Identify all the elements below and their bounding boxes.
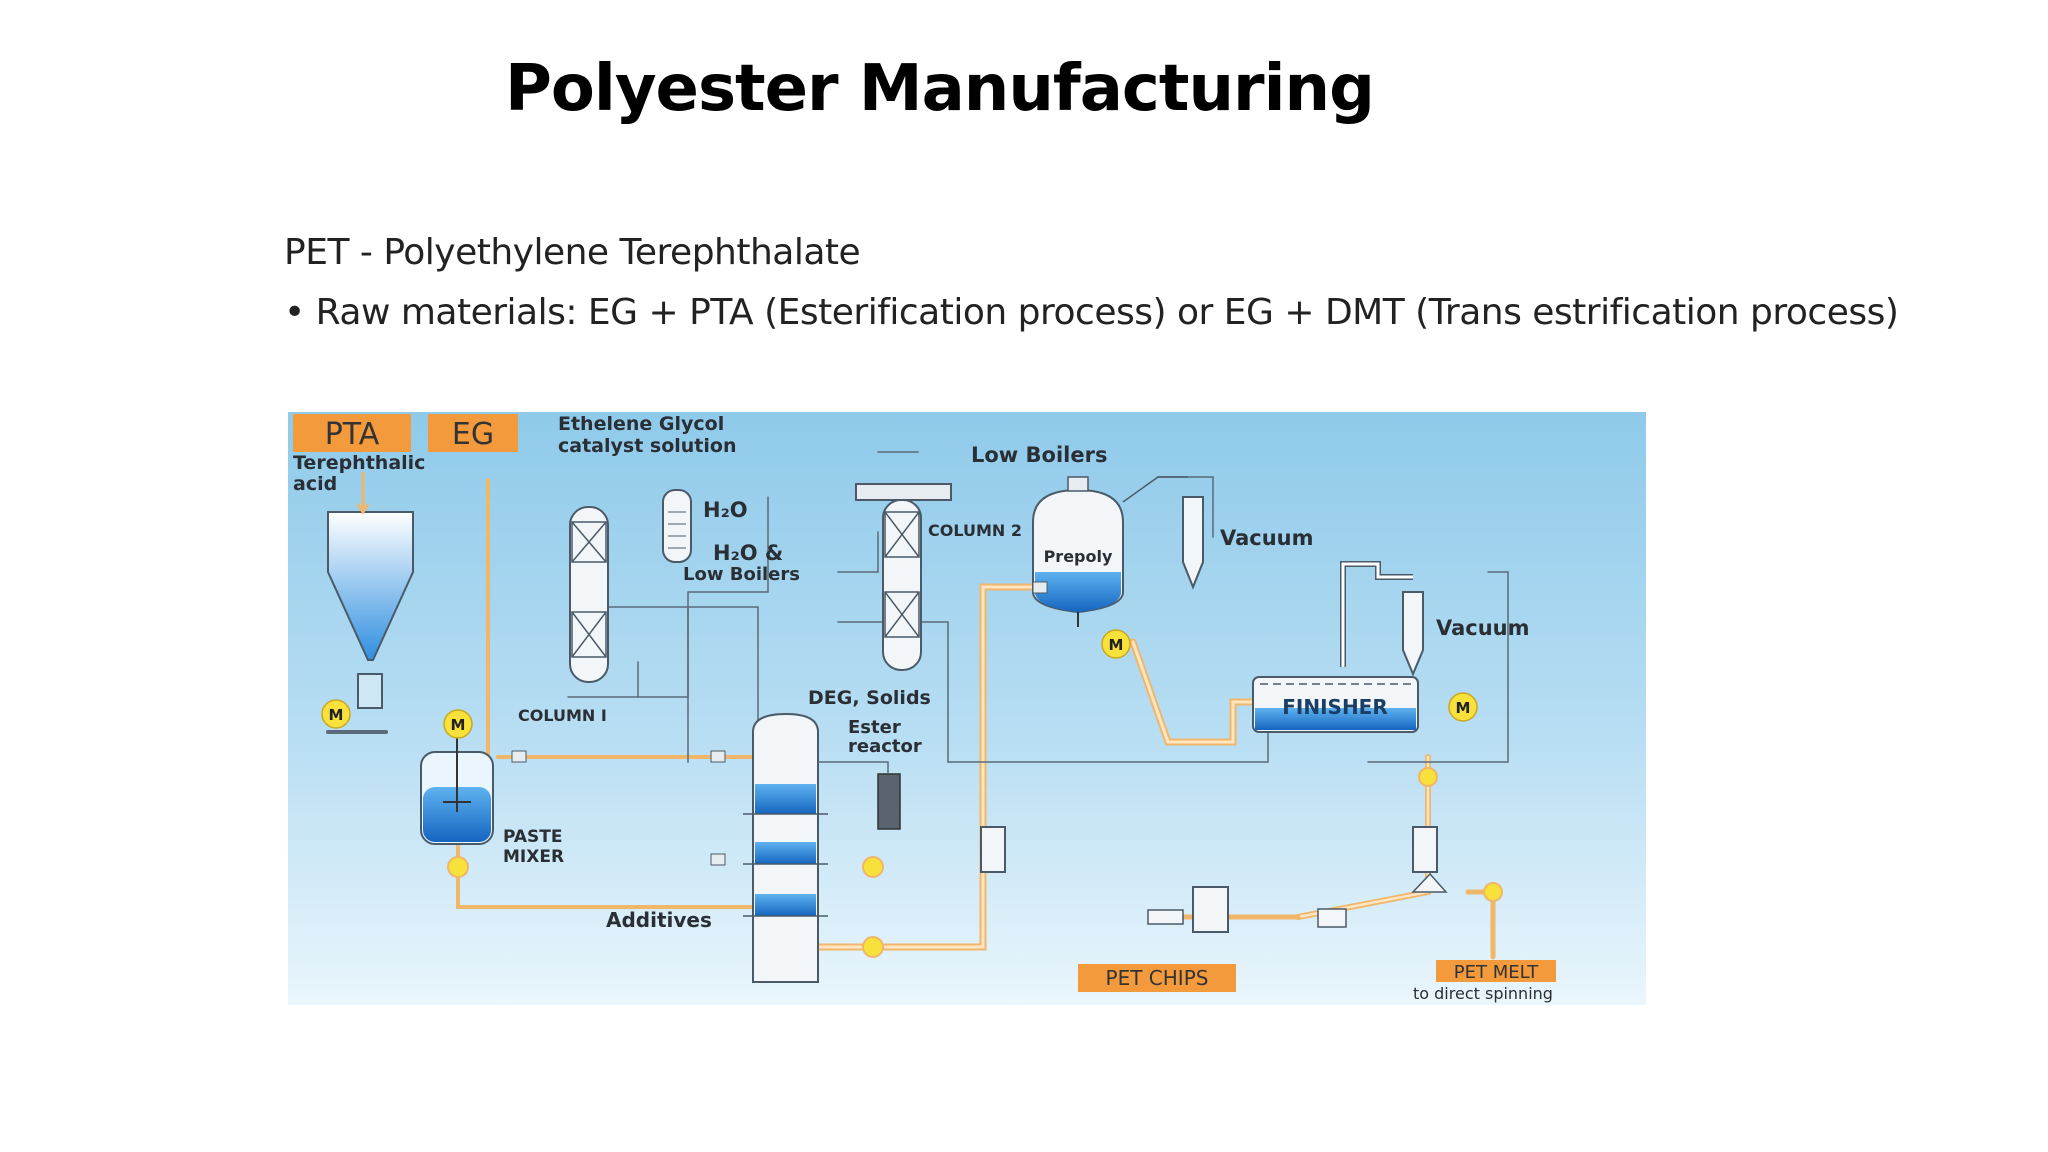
- diagram-background: [288, 412, 1646, 1005]
- prepoly-label: Prepoly: [1044, 547, 1113, 566]
- motor-finisher-icon: [1448, 692, 1478, 722]
- vacuum-separators: [1122, 476, 1424, 677]
- vacuum-label-1: Vacuum: [1220, 526, 1314, 550]
- pta-tag-box: [293, 414, 411, 452]
- condenser: [662, 489, 692, 563]
- filters-and-pumps: [447, 581, 1503, 958]
- low-boilers-label: Low Boilers: [971, 443, 1107, 467]
- raw-materials-bullet: • Raw materials: EG + PTA (Esterificatio…: [284, 292, 1899, 333]
- ester-reactor: [743, 712, 901, 983]
- column-1: [569, 506, 609, 683]
- finisher-vessel: [1252, 676, 1419, 733]
- column1-label: COLUMN I: [518, 706, 607, 725]
- motors: M M M M: [321, 629, 1478, 739]
- motor-mixer-icon: [443, 709, 473, 739]
- reactor-label: reactor: [848, 736, 922, 757]
- column-2: [855, 483, 952, 671]
- eg-tag: EG: [452, 417, 494, 452]
- slide-subtitle: PET - Polyethylene Terephthalate: [284, 232, 861, 273]
- pta-hopper: [327, 472, 414, 709]
- vacuum-label-2: Vacuum: [1436, 616, 1530, 640]
- h2o-label: H₂O: [703, 498, 748, 522]
- acid-label: acid: [293, 473, 337, 495]
- motor-prepoly-icon: [1101, 629, 1131, 659]
- pta-tag: PTA: [325, 417, 380, 452]
- h2o-low-boilers-label: H₂O &: [713, 541, 783, 565]
- direct-spinning-label: to direct spinning: [1413, 984, 1553, 1003]
- motor-label: M: [1109, 636, 1124, 654]
- ester-label: Ester: [848, 717, 901, 738]
- pet-melt-box: [1436, 960, 1556, 982]
- pet-chips-box: [1078, 964, 1236, 992]
- terephthalic-label: Terephthalic: [293, 452, 425, 474]
- motor-hopper-icon: [321, 699, 351, 729]
- paste-label: PASTE: [503, 827, 563, 847]
- motor-label: M: [1456, 699, 1471, 717]
- column2-label: COLUMN 2: [928, 521, 1022, 540]
- low-boilers-sub-label: Low Boilers: [683, 564, 800, 585]
- motor-label: M: [329, 706, 344, 724]
- catalyst-label: catalyst solution: [558, 435, 736, 457]
- pet-process-diagram: M M M M PTA EG PET CHIPS PET MELT Tereph…: [288, 412, 1646, 1005]
- pet-melt-label: PET MELT: [1454, 962, 1539, 983]
- glycol-label: Ethelene Glycol: [558, 413, 724, 435]
- eg-tag-box: [428, 414, 518, 452]
- deg-solids-label: DEG, Solids: [808, 687, 931, 709]
- paste-mixer: [420, 737, 494, 845]
- pet-chips-label: PET CHIPS: [1106, 966, 1209, 990]
- finisher-label: FINISHER: [1282, 695, 1388, 719]
- additives-label: Additives: [606, 908, 712, 932]
- prepoly-reactor: [1032, 476, 1124, 627]
- motor-label: M: [451, 716, 466, 734]
- slide-title: Polyester Manufacturing: [505, 52, 1375, 126]
- mixer-label: MIXER: [503, 847, 564, 867]
